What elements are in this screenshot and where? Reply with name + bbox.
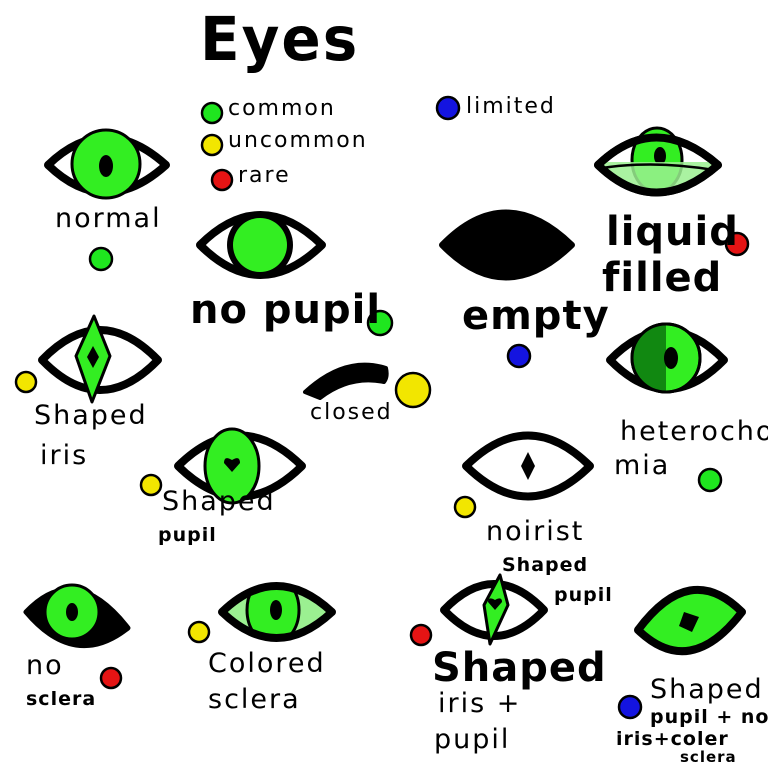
rarity-dot-empty (506, 343, 532, 369)
label-colored-sclera-line1: Colored (208, 648, 326, 679)
label-liquid-filled-line2: filled (602, 255, 723, 301)
label-closed: closed (310, 400, 393, 425)
legend-label-rare: rare (238, 163, 291, 188)
eye-colored-sclera-icon (218, 582, 336, 642)
label-liquid-filled-line1: liquid (606, 209, 739, 255)
eye-shaped-iris-pupil-icon (440, 573, 548, 646)
label-shaped-iris-line1: Shaped (34, 400, 148, 431)
label-heterochromia-line1: heterocho- (620, 416, 768, 447)
legend-dot-common (200, 101, 224, 125)
eye-closed-icon (303, 362, 389, 400)
label-shaped-pupil-no-iris-line4: sclera (680, 748, 737, 766)
rarity-dot-no-iris-shaped-pupil (453, 495, 477, 519)
eye-normal-icon (44, 128, 170, 200)
eye-no-sclera-icon (23, 583, 131, 649)
eye-empty-icon (439, 209, 575, 281)
label-shaped-iris-pupil-line3: pupil (434, 724, 511, 755)
rarity-dot-normal (88, 246, 114, 272)
eye-no-pupil-icon (196, 211, 326, 279)
page-title: Eyes (200, 3, 360, 75)
rarity-dot-shaped-pupil-no-iris-color-sclera (617, 694, 643, 720)
label-shaped-iris-pupil-line1: Shaped (432, 645, 607, 691)
label-shaped-pupil-no-iris-line2: pupil + no (650, 706, 768, 728)
eye-no-iris-shaped-pupil-icon (462, 431, 594, 501)
eye-liquid-filled-icon (594, 126, 722, 197)
eye-shaped-iris-icon (38, 314, 162, 404)
label-no-iris-shaped-pupil-line3: pupil (554, 584, 613, 606)
label-colored-sclera-line2: sclera (208, 684, 301, 715)
label-no-sclera-line1: no (26, 650, 64, 681)
label-no-pupil: no pupil (190, 287, 382, 333)
label-normal: normal (55, 203, 162, 234)
rarity-dot-heterochromia (697, 467, 723, 493)
legend-label-uncommon: uncommon (228, 128, 368, 153)
legend-dot-uncommon (200, 133, 224, 157)
eye-shaped-pupil-icon (174, 427, 306, 505)
label-heterochromia-line2: mia (614, 450, 671, 481)
rarity-dot-shaped-iris (14, 370, 38, 394)
eye-heterochromia-icon (606, 322, 728, 394)
label-shaped-pupil-no-iris-line3: iris+coler (616, 728, 729, 750)
label-no-iris-shaped-pupil-line1: noirist (486, 516, 585, 547)
label-shaped-pupil-line1: Shaped (162, 486, 276, 517)
label-empty: empty (462, 293, 610, 339)
rarity-dot-no-sclera (99, 666, 123, 690)
rarity-dot-shaped-pupil (139, 473, 163, 497)
label-shaped-pupil-line2: pupil (158, 524, 217, 546)
label-no-iris-shaped-pupil-line2: Shaped (502, 554, 589, 576)
label-no-sclera-line2: sclera (26, 688, 97, 710)
eye-shaped-pupil-no-iris-color-sclera-icon (634, 585, 746, 656)
rarity-dot-closed (394, 371, 432, 409)
legend-label-limited: limited (466, 94, 556, 119)
label-shaped-iris-pupil-line2: iris + (438, 688, 522, 719)
legend-dot-rare (210, 168, 234, 192)
legend-label-common: common (228, 96, 336, 121)
rarity-dot-colored-sclera (187, 620, 211, 644)
rarity-dot-liquid-filled (724, 231, 750, 257)
rarity-dot-shaped-iris-pupil (409, 623, 433, 647)
rarity-dot-no-pupil (366, 309, 394, 337)
label-shaped-iris-line2: iris (40, 440, 89, 471)
legend-dot-limited (435, 95, 461, 121)
label-shaped-pupil-no-iris-line1: Shaped (650, 674, 764, 705)
